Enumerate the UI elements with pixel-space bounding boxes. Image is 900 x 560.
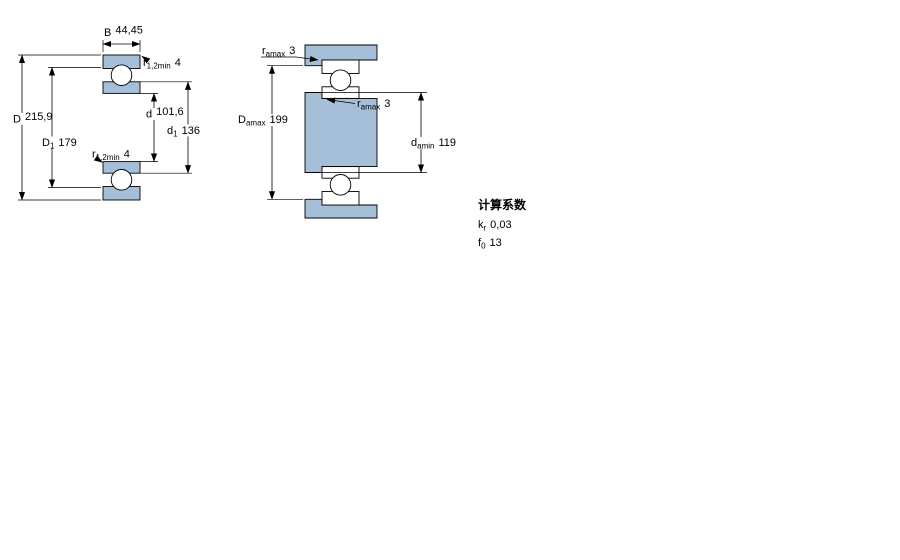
label-backing (40, 136, 74, 149)
leader-line (141, 55, 151, 64)
leader-line (93, 155, 103, 163)
ball-bottom-outline (329, 174, 352, 196)
label-backing (236, 114, 297, 126)
ball-top (110, 64, 133, 86)
label-backing (165, 124, 201, 137)
leader-line (326, 97, 356, 104)
label-backing (144, 108, 187, 120)
label-backing (409, 137, 462, 149)
calculation-factors-heading: 计算系数 (478, 197, 527, 212)
ball-bottom (110, 169, 133, 191)
label-backing (11, 113, 50, 125)
ball-top-outline (329, 69, 352, 91)
leader-line (295, 55, 319, 62)
